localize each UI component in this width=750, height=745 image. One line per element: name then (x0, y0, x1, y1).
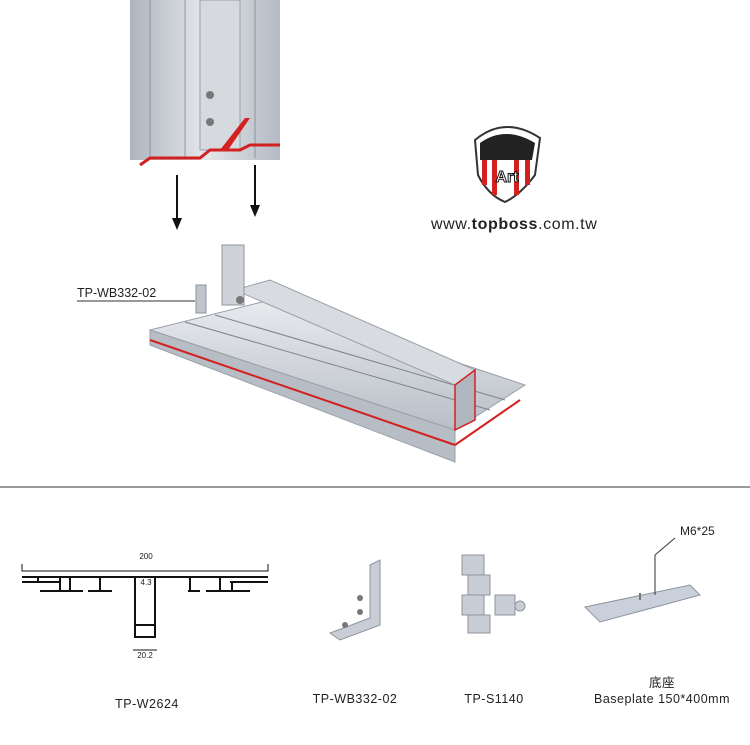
url-brand: topboss (471, 216, 539, 233)
slot-dimension: 4.3 (140, 578, 152, 587)
svg-text:Art: Art (495, 169, 519, 186)
url-suffix: .com.tw (538, 216, 598, 233)
down-arrow-icon (250, 165, 260, 217)
connector-block (461, 554, 526, 634)
caption-connector: TP-S1140 (464, 692, 524, 706)
website-url[interactable]: www.topboss.com.tw (431, 216, 597, 234)
profile-cross-section (21, 564, 269, 651)
width-dimension: 200 (139, 552, 153, 561)
callout-label: TP-WB332-02 (77, 286, 157, 300)
stem-dimension: 20.2 (137, 651, 153, 660)
bolt-label: M6*25 (680, 524, 715, 538)
caption-bracket: TP-WB332-02 (312, 692, 398, 706)
caption-baseplate-cn: 底座 (648, 676, 676, 690)
base-assembly (148, 244, 527, 463)
wall-bracket (328, 559, 381, 641)
caption-baseplate: Baseplate 150*400mm (594, 692, 730, 706)
baseplate (583, 537, 701, 623)
panel-profile (130, 0, 280, 167)
caption-profile: TP-W2624 (115, 697, 179, 711)
down-arrow-icon (172, 175, 182, 230)
art-displays-logo: Art (473, 126, 542, 204)
url-prefix: www. (431, 216, 472, 233)
